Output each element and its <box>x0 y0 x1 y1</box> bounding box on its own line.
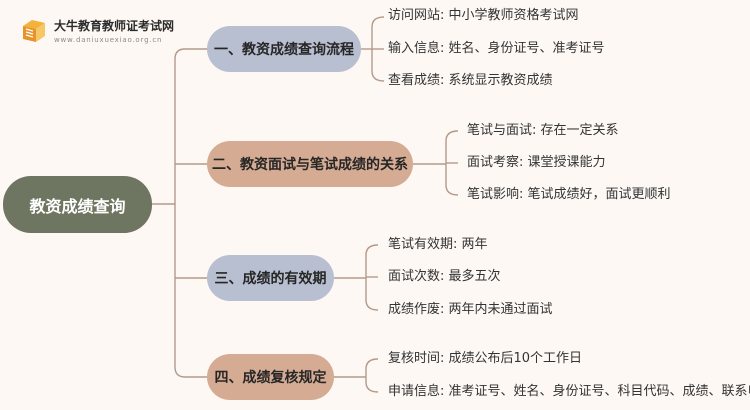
leaf-item: 成绩作废: 两年内未通过面试 <box>388 302 553 317</box>
section-node-process: 一、教资成绩查询流程 <box>207 26 361 72</box>
leaf-item: 查看成绩: 系统显示教资成绩 <box>388 73 553 88</box>
brand-name: 大牛教育教师证考试网 <box>54 19 175 33</box>
leaf-item: 面试次数: 最多五次 <box>388 269 501 284</box>
section-node-relationship: 二、教资面试与笔试成绩的关系 <box>207 141 413 187</box>
section-node-validity: 三、成绩的有效期 <box>207 255 334 301</box>
leaf-item: 面试考察: 课堂授课能力 <box>467 155 606 170</box>
brand-logo: 大牛教育教师证考试网 www.daniuxuexiao.org.cn <box>20 14 200 50</box>
leaf-item: 笔试有效期: 两年 <box>388 237 488 252</box>
root-node: 教资成绩查询 <box>3 176 152 233</box>
leaf-item: 复核时间: 成绩公布后10个工作日 <box>388 351 583 366</box>
leaf-item: 输入信息: 姓名、身份证号、准考证号 <box>388 41 605 56</box>
leaf-item: 访问网站: 中小学教师资格考试网 <box>388 8 579 23</box>
leaf-item: 笔试影响: 笔试成绩好，面试更顺利 <box>467 187 671 202</box>
book-logo-icon <box>23 20 45 42</box>
section-node-review: 四、成绩复核规定 <box>207 354 334 400</box>
leaf-item: 笔试与面试: 存在一定关系 <box>467 123 619 138</box>
leaf-item: 申请信息: 准考证号、姓名、身份证号、科目代码、成绩、联系电话 <box>388 384 750 399</box>
brand-url: www.daniuxuexiao.org.cn <box>54 36 163 44</box>
